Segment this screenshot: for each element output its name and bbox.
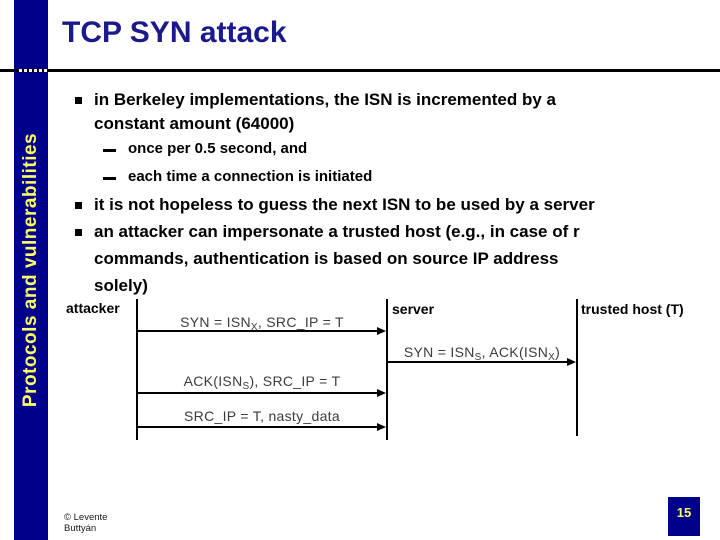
page-title: TCP SYN attack bbox=[62, 16, 287, 49]
bullet-line: solely) bbox=[94, 276, 148, 295]
bullet-line: an attacker can impersonate a trusted ho… bbox=[94, 222, 580, 241]
sub-bullet-dash-icon bbox=[103, 149, 116, 152]
message-arrow-line bbox=[138, 392, 378, 394]
sidebar-label: Protocols and vulnerabilities bbox=[20, 132, 41, 408]
bullet-line: in Berkeley implementations, the ISN is … bbox=[94, 90, 556, 109]
entity-label-server: server bbox=[392, 301, 435, 317]
bullet-square-icon bbox=[75, 229, 82, 236]
message-arrow-line bbox=[138, 426, 378, 428]
arrowhead-right-icon bbox=[377, 423, 386, 431]
sidebar-bar: Protocols and vulnerabilities bbox=[14, 0, 48, 540]
entity-label-trusted-host: trusted host (T) bbox=[581, 301, 684, 317]
bullet-line: commands, authentication is based on sou… bbox=[94, 249, 559, 268]
lifeline-attacker bbox=[136, 299, 138, 440]
copyright-line: © Levente bbox=[64, 512, 108, 523]
lifeline-trusted-host bbox=[576, 299, 578, 436]
page-number: 15 bbox=[676, 505, 692, 520]
title-divider-dashes bbox=[19, 69, 49, 72]
bullet-square-icon bbox=[75, 97, 82, 104]
message-arrow-line bbox=[388, 361, 568, 363]
arrowhead-right-icon bbox=[377, 389, 386, 397]
sub-bullet-line: once per 0.5 second, and bbox=[128, 140, 308, 157]
sub-bullet-line: each time a connection is initiated bbox=[128, 168, 373, 185]
sub-bullet-dash-icon bbox=[103, 177, 116, 180]
copyright-line: Buttyán bbox=[64, 523, 97, 534]
lifeline-server bbox=[386, 299, 388, 440]
arrowhead-right-icon bbox=[377, 327, 386, 335]
arrowhead-right-icon bbox=[567, 358, 576, 366]
message-label-ack-spoofed: ACK(ISNS), SRC_IP = T bbox=[183, 373, 341, 392]
message-label-syn-spoofed: SYN = ISNX, SRC_IP = T bbox=[180, 314, 344, 333]
message-label-synack: SYN = ISNS, ACK(ISNX) bbox=[403, 344, 561, 363]
message-arrow-line bbox=[138, 330, 378, 332]
title-divider bbox=[0, 69, 720, 72]
bullet-line: constant amount (64000) bbox=[94, 114, 295, 133]
bullet-line: it is not hopeless to guess the next ISN… bbox=[94, 195, 595, 214]
entity-label-attacker: attacker bbox=[66, 300, 120, 316]
page-number-box: 15 bbox=[668, 497, 700, 536]
message-label-nasty-data: SRC_IP = T, nasty_data bbox=[184, 408, 340, 424]
footer-copyright: © Levente Buttyán bbox=[64, 512, 107, 534]
bullet-square-icon bbox=[75, 202, 82, 209]
